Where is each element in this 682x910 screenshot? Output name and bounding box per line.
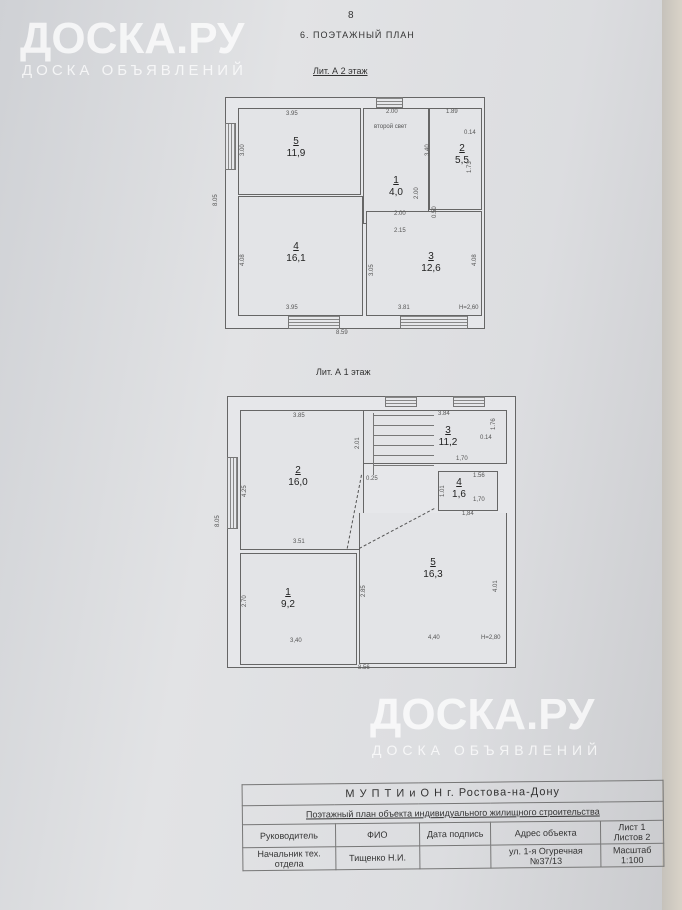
header-date: Дата подпись — [419, 822, 492, 846]
stair-note: второй свет — [374, 124, 407, 130]
dim: 2.15 — [394, 228, 406, 234]
sheets-total: Листов 2 — [613, 831, 651, 843]
watermark-brand-bottom: ДОСКА.РУ — [370, 690, 595, 739]
floor2-title: Лит. А 2 этаж — [313, 66, 368, 76]
person-name: Тищенко Н.И. — [335, 845, 420, 870]
window — [225, 123, 236, 170]
dim: 4.01 — [493, 580, 499, 592]
dim: 3.81 — [398, 305, 410, 311]
window — [227, 457, 238, 529]
window — [376, 97, 403, 108]
dim: 3.00 — [240, 144, 246, 156]
dim: 3,40 — [290, 638, 302, 644]
dim: 2.85 — [361, 585, 367, 597]
dim: 3.40 — [425, 144, 431, 156]
dim: 4.08 — [240, 254, 246, 266]
dim: 2.00 — [386, 109, 398, 115]
signature-cell — [419, 845, 492, 869]
page-edge — [662, 0, 682, 910]
room-1 — [240, 553, 357, 665]
dim: 8.05 — [213, 194, 219, 206]
dim: 1,70 — [456, 456, 468, 462]
dim: 3.05 — [369, 264, 375, 276]
watermark-sub-bottom: ДОСКА ОБЪЯВЛЕНИЙ — [372, 742, 603, 758]
scale-label: Масштаб — [612, 844, 652, 856]
height-label: H=2,80 — [481, 635, 501, 641]
dim: 2.00 — [394, 211, 406, 217]
scale-value: 1:100 — [620, 855, 644, 866]
room-4 — [238, 196, 363, 316]
dim: 3.85 — [293, 413, 305, 419]
dim: 1.76 — [491, 418, 497, 430]
dim: 4.08 — [472, 254, 478, 266]
room-2 — [429, 108, 482, 210]
floor1-title: Лит. А 1 этаж — [316, 367, 371, 377]
dim: 3.51 — [293, 539, 305, 545]
dim: 3.95 — [286, 111, 298, 117]
watermark-sub: ДОСКА ОБЪЯВЛЕНИЙ — [22, 62, 247, 79]
room-5 — [359, 513, 507, 664]
dim: 8.59 — [336, 330, 348, 336]
header-fio: ФИО — [335, 822, 420, 847]
header-address: Адрес объекта — [490, 820, 601, 846]
header-head: Руководитель — [242, 823, 336, 848]
page-number: 8 — [348, 10, 354, 21]
dim: 4,40 — [428, 635, 440, 641]
window — [400, 315, 468, 329]
dim: 2.70 — [242, 595, 248, 607]
dim: 8.05 — [215, 515, 221, 527]
section-title: 6. ПОЭТАЖНЫЙ ПЛАН — [300, 30, 415, 40]
dim: 4.25 — [242, 485, 248, 497]
dim: 1,70 — [473, 497, 485, 503]
room-4 — [438, 471, 498, 511]
room-5 — [238, 108, 361, 195]
window — [288, 315, 340, 329]
dim: 1.56 — [473, 473, 485, 479]
dim: 8.56 — [358, 665, 370, 671]
dim: 0.14 — [464, 130, 476, 136]
watermark-brand: ДОСКА.РУ — [20, 14, 245, 63]
dim: 1.01 — [440, 485, 446, 497]
staircase — [373, 413, 434, 475]
room-1-stair — [363, 108, 429, 224]
role: Начальник тех. отдела — [242, 846, 336, 871]
dim: 2.00 — [414, 187, 420, 199]
object-address: ул. 1-я Огуречная №37/13 — [491, 843, 601, 869]
dim: 1.73 — [467, 161, 473, 173]
dim: 3.95 — [286, 305, 298, 311]
dim: 0.50 — [432, 206, 438, 218]
dim: 0.25 — [366, 476, 378, 482]
dim: 1.89 — [446, 109, 458, 115]
window — [385, 396, 417, 407]
height-label: H=2,60 — [459, 305, 479, 311]
room-3 — [366, 211, 482, 316]
window — [453, 396, 485, 407]
dim: 2.01 — [355, 437, 361, 449]
room-2 — [240, 410, 364, 550]
sheet-number: Лист 1 — [618, 821, 646, 833]
dim: 1,84 — [462, 511, 474, 517]
dim: 3.84 — [438, 411, 450, 417]
title-block: М У П Т И и О Н г. Ростова-на-Дону Поэта… — [242, 780, 665, 871]
dim: 0.14 — [480, 435, 492, 441]
